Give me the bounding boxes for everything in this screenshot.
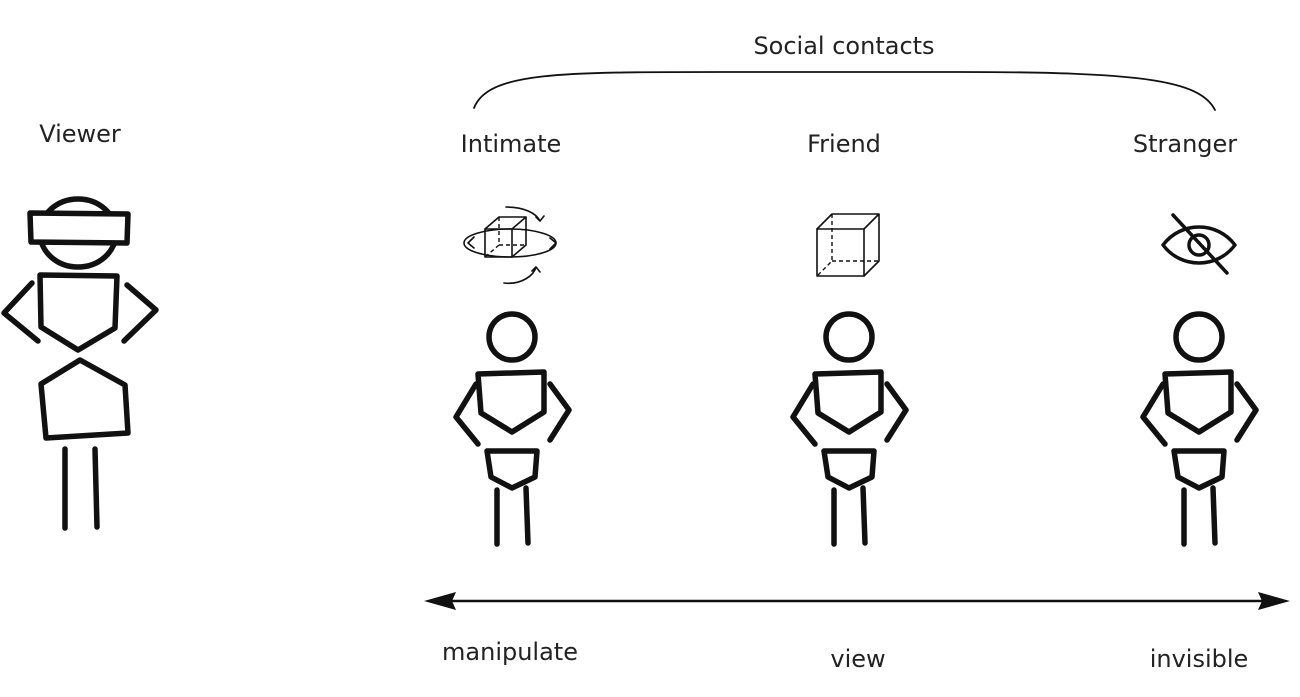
arrow-head-left bbox=[424, 592, 456, 610]
social-contacts-bracket bbox=[473, 71, 1216, 111]
friend-label: Friend bbox=[807, 130, 881, 158]
friend-figure bbox=[793, 314, 906, 544]
viewer-figure bbox=[1, 196, 159, 531]
viewer-right-arm bbox=[121, 282, 159, 344]
intimate-figure bbox=[456, 314, 569, 544]
cube-icon bbox=[816, 213, 880, 277]
vr-headset bbox=[27, 210, 131, 246]
viewer-right-leg bbox=[92, 446, 100, 530]
viewer-left-arm bbox=[1, 280, 41, 344]
manipulate-label: manipulate bbox=[442, 638, 578, 666]
viewer-hips bbox=[38, 357, 131, 441]
rotate-cube-icon bbox=[463, 206, 557, 285]
viewer-label: Viewer bbox=[39, 120, 121, 148]
stranger-figure bbox=[1143, 314, 1256, 544]
eye-off-icon bbox=[1161, 213, 1237, 275]
viewer-torso bbox=[37, 272, 120, 353]
spectrum-arrow bbox=[424, 592, 1290, 610]
view-label: view bbox=[830, 645, 886, 673]
intimate-label: Intimate bbox=[460, 130, 562, 158]
stranger-label: Stranger bbox=[1132, 130, 1238, 158]
invisible-label: invisible bbox=[1149, 645, 1249, 673]
arrow-head-right bbox=[1258, 592, 1290, 610]
social-contacts-title: Social contacts bbox=[753, 32, 935, 60]
